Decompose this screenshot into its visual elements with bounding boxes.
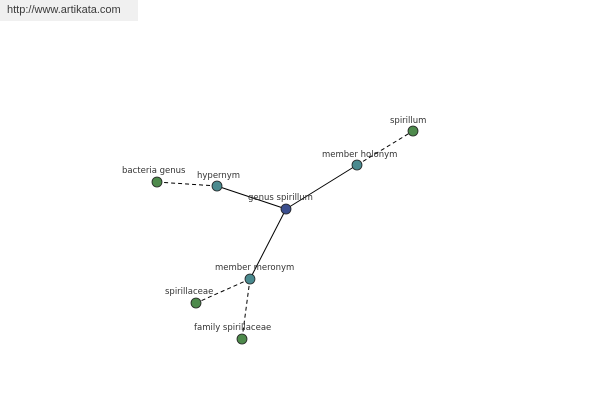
node-spirillum[interactable]: spirillum <box>390 116 426 137</box>
edge-hypernym-bacteria <box>156 181 218 187</box>
node-member-holonym[interactable]: member holonym <box>322 150 397 171</box>
source-url-text[interactable]: http://www.artikata.com <box>7 4 121 16</box>
node-spirillaceae[interactable]: spirillaceae <box>165 287 213 309</box>
node-hypernym[interactable]: hypernym <box>197 171 240 192</box>
node-dot[interactable] <box>351 159 363 171</box>
node-label: spirillaceae <box>165 287 213 297</box>
node-genus-spirillum[interactable]: genus spirillum <box>248 193 313 215</box>
node-member-meronym[interactable]: member meronym <box>215 263 294 285</box>
node-dot[interactable] <box>190 297 202 309</box>
edges-layer <box>156 130 414 340</box>
node-label: spirillum <box>390 116 426 126</box>
edge-holonym-spirillum <box>356 130 414 166</box>
node-label: member meronym <box>215 263 294 273</box>
edge-genus-hypernym <box>216 185 287 210</box>
source-url-banner: http://www.artikata.com <box>0 0 138 21</box>
node-label: bacteria genus <box>122 166 186 176</box>
node-dot[interactable] <box>280 203 292 215</box>
node-dot[interactable] <box>151 176 163 188</box>
nodes-layer: genus spirillum hypernym bacteria genus … <box>122 116 426 345</box>
edge-genus-meronym <box>249 208 287 280</box>
node-dot[interactable] <box>244 273 256 285</box>
node-dot[interactable] <box>407 125 419 137</box>
node-dot[interactable] <box>211 180 223 192</box>
node-bacteria-genus[interactable]: bacteria genus <box>122 166 186 188</box>
edge-genus-holonym <box>285 164 358 210</box>
node-label: genus spirillum <box>248 193 313 203</box>
edge-meronym-spirillaceae <box>195 278 251 304</box>
node-label: family spirillaceae <box>194 323 271 333</box>
node-label: member holonym <box>322 150 397 160</box>
node-label: hypernym <box>197 171 240 181</box>
edge-meronym-family <box>241 278 251 340</box>
node-family-spirillaceae[interactable]: family spirillaceae <box>194 323 271 345</box>
node-dot[interactable] <box>236 333 248 345</box>
